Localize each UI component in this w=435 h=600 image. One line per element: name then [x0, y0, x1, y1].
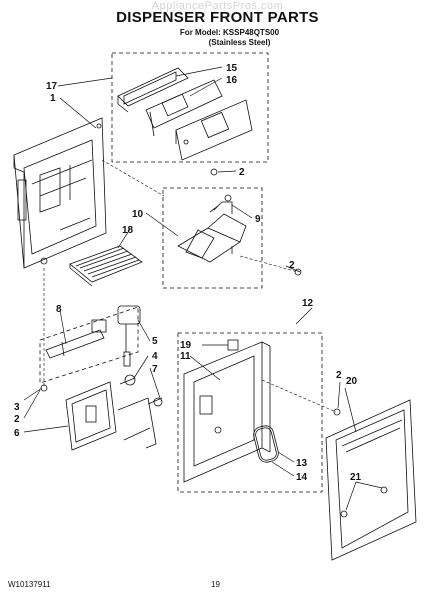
- callout-18: 18: [122, 225, 134, 236]
- callout-9: 9: [255, 214, 261, 225]
- screw-part-2-right: [333, 408, 341, 416]
- solenoid-part-5: [117, 305, 141, 367]
- callout-17: 17: [46, 81, 58, 92]
- watermark: AppliancePartsPros.com: [151, 0, 284, 12]
- control-board-part-16: [145, 79, 223, 137]
- page-title: DISPENSER FRONT PARTS: [116, 9, 319, 26]
- touch-pad-housing: [175, 99, 253, 161]
- front-panel-part-20: [325, 399, 417, 561]
- water-fitting-part-9: [209, 194, 233, 214]
- group-box-top: [111, 52, 269, 163]
- callout-21: 21: [350, 472, 362, 483]
- dispenser-base-part-11: [183, 341, 271, 483]
- callout-4: 4: [152, 351, 158, 362]
- dispenser-housing-part-1: [13, 117, 107, 269]
- callout-7: 7: [152, 364, 158, 375]
- page-number: 19: [211, 580, 220, 589]
- callout-19: 19: [180, 340, 192, 351]
- leader-lines: [23, 66, 383, 511]
- assembly-guides: [43, 159, 337, 413]
- control-panel-part-15: [117, 67, 189, 113]
- model-line: For Model: KSSP48QTS00: [179, 28, 280, 37]
- lever-bracket: [117, 397, 157, 449]
- drip-tray-part-18: [69, 245, 143, 287]
- screws-part-21: [340, 486, 388, 518]
- callout-1: 1: [50, 93, 56, 104]
- callout-15: 15: [226, 63, 238, 74]
- callout-2-left: 2: [14, 414, 20, 425]
- actuator-part-8: [45, 319, 107, 359]
- callout-10: 10: [132, 209, 144, 220]
- bracket-part-19: [227, 339, 239, 351]
- callout-2-mid: 2: [289, 260, 295, 271]
- callout-16: 16: [226, 75, 238, 86]
- callout-11: 11: [180, 351, 191, 362]
- fitting-part-4: [119, 374, 136, 386]
- paddle-cover-part-6: [65, 381, 117, 451]
- callout-6: 6: [14, 428, 20, 439]
- callout-2-top: 2: [239, 167, 245, 178]
- callout-labels: 17 1 15 16 2 10 9 18 2 12 8 19 11 5 4 7 …: [14, 63, 362, 483]
- callout-12: 12: [302, 298, 314, 309]
- group-box-lower: [177, 332, 323, 493]
- document-number: W10137911: [8, 580, 51, 589]
- screw-part-2-top: [210, 168, 218, 176]
- screw-part-2-mid: [294, 268, 302, 276]
- pads-part-13-14: [253, 425, 279, 463]
- callout-20: 20: [346, 376, 358, 387]
- finish-line: (Stainless Steel): [208, 38, 271, 47]
- callout-5: 5: [152, 336, 158, 347]
- callout-8: 8: [56, 304, 62, 315]
- callout-14: 14: [296, 472, 308, 483]
- callout-2-right: 2: [336, 370, 342, 381]
- group-box-middle: [162, 187, 263, 289]
- callout-3: 3: [14, 402, 20, 413]
- callout-13: 13: [296, 458, 308, 469]
- group-box-nozzle: [39, 306, 139, 384]
- fitting-part-7: [147, 397, 163, 407]
- funnel-part-10: [177, 213, 247, 263]
